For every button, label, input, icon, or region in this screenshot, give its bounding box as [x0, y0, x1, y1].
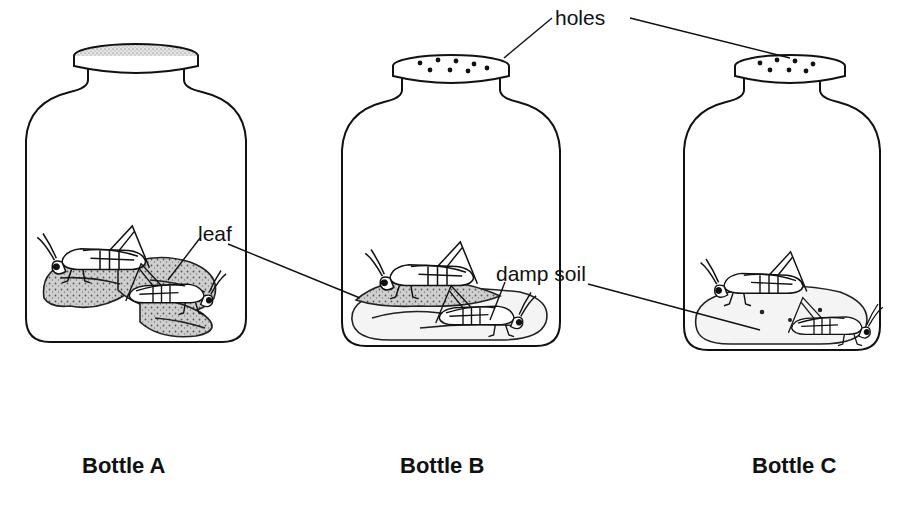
bottle	[26, 44, 246, 342]
bottle-caption: Bottle A	[82, 454, 166, 478]
bottle	[342, 55, 560, 346]
bottle-caption: Bottle B	[400, 454, 484, 478]
callout-label: damp soil	[496, 262, 586, 285]
grasshoppers	[37, 226, 883, 346]
callout-label: holes	[555, 6, 605, 29]
bottle-caption: Bottle C	[752, 454, 836, 478]
damp-soil	[696, 286, 867, 344]
bottle	[684, 55, 880, 350]
callout-label: leaf	[198, 222, 232, 245]
leader-lines	[168, 18, 790, 330]
lid-holes	[418, 58, 816, 74]
